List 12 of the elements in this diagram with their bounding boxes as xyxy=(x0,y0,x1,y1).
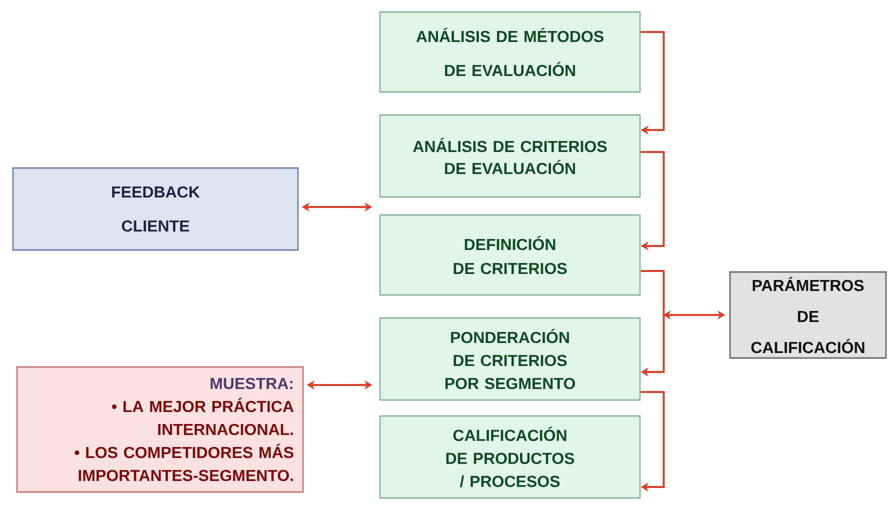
note-box: MUESTRA: • LA MEJOR PRÁCTICA INTERNACIONAL. • LOS COMPETIDORES MÁS IMPORTANTES-SEGMENTO. xyxy=(16,366,304,493)
process-box: ANÁLISIS DE MÉTODOS DE EVALUACIÓN xyxy=(379,11,641,93)
arrow xyxy=(640,270,665,377)
process-box: ANÁLISIS DE CRITERIOS DE EVALUACIÓN xyxy=(379,114,641,198)
arrow xyxy=(640,151,665,251)
process-box: PONDERACIÓN DE CRITERIOS POR SEGMENTO xyxy=(379,317,641,401)
arrow xyxy=(640,31,665,135)
process-box: DEFINICIÓN DE CRITERIOS xyxy=(379,214,641,296)
feedback-box: FEEDBACK CLIENTE xyxy=(12,167,299,251)
process-box: CALIFICACIÓN DE PRODUCTOS / PROCESOS xyxy=(379,415,641,499)
arrow xyxy=(640,391,665,492)
parameters-box: PARÁMETROS DE CALIFICACIÓN xyxy=(729,271,887,359)
